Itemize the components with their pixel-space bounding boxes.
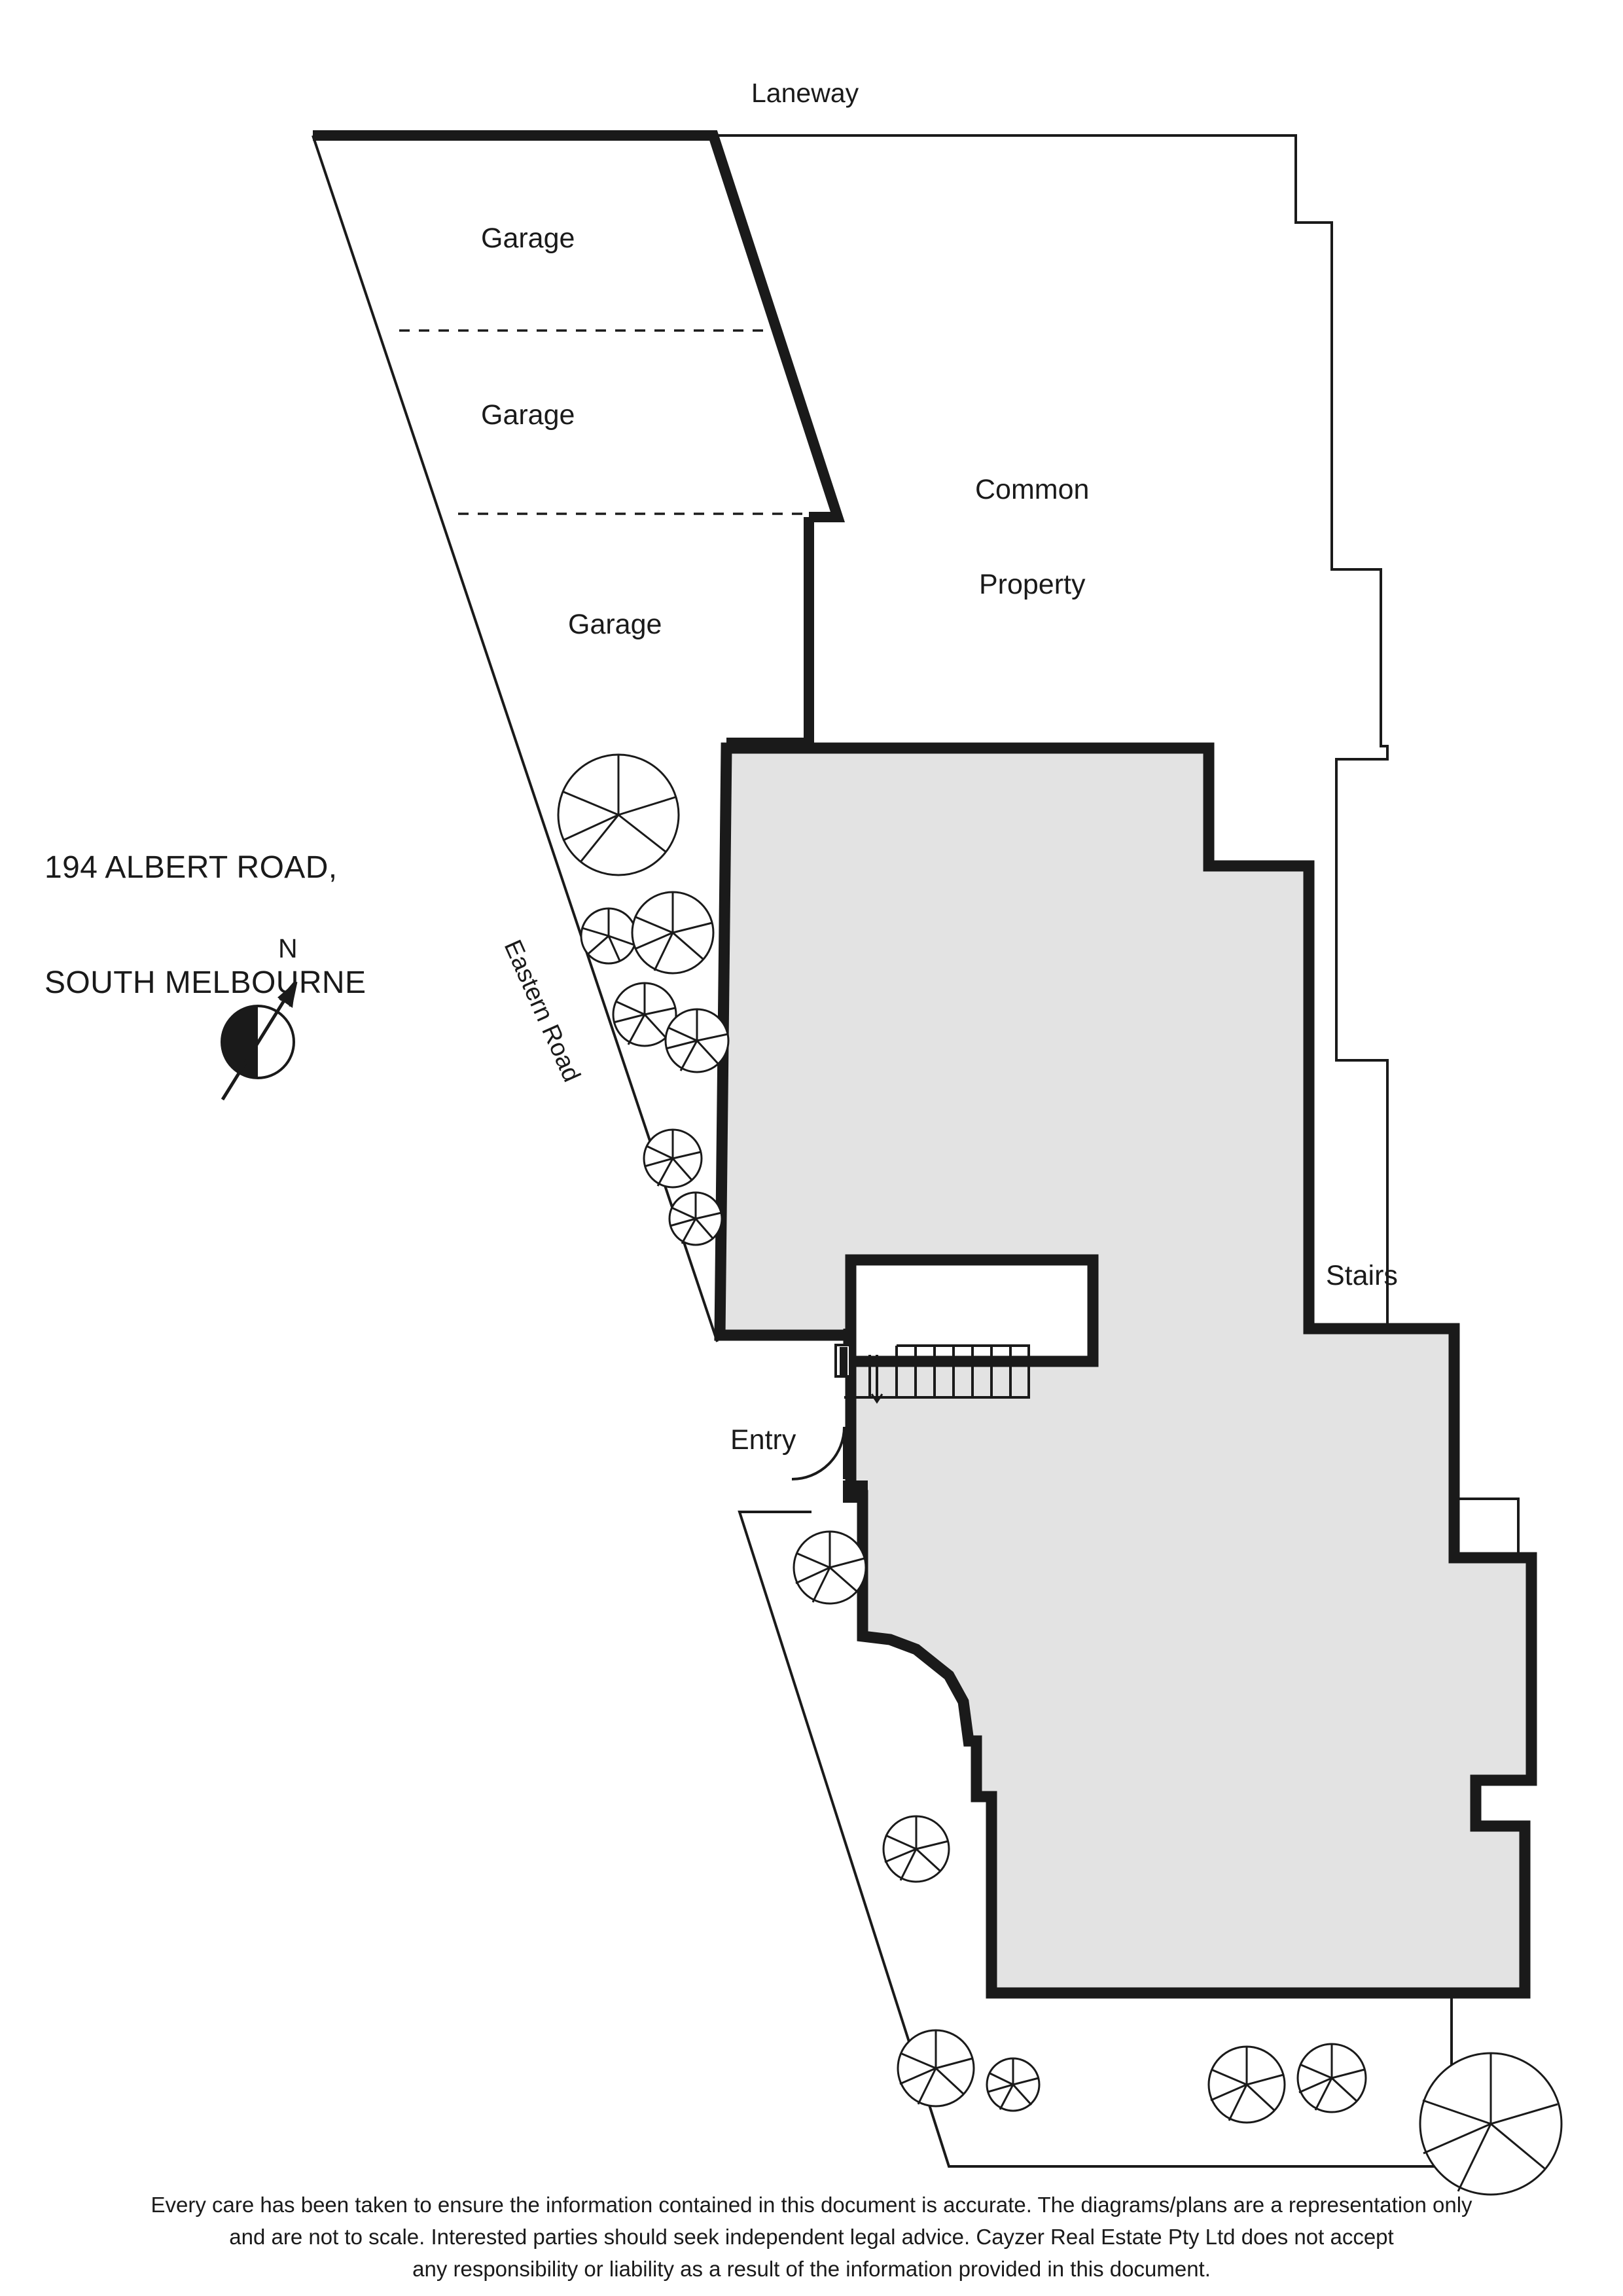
label-entry: Entry [730,1424,796,1456]
tree [793,1530,867,1605]
label-laneway: Laneway [751,78,859,108]
disclaimer-line-1: Every care has been taken to ensure the … [151,2193,1472,2217]
tree [668,1191,723,1246]
label-stairs: Stairs [1326,1260,1398,1291]
disclaimer: Every care has been taken to ensure the … [0,2189,1623,2285]
tree [612,982,677,1047]
stair-direction-arrow [870,1371,883,1404]
page-title-line1: 194 ALBERT ROAD, [45,850,338,886]
building-footprint [714,742,1537,1999]
label-garage-2: Garage [481,399,575,431]
label-garage-1: Garage [481,223,575,254]
disclaimer-line-2: and are not to scale. Interested parties… [229,2224,1394,2249]
tree [631,891,715,975]
entry-door-swing [791,1426,846,1480]
label-common-property: Common Property [975,411,1089,663]
tree [897,2029,975,2108]
compass-north-label: N [278,933,298,963]
tree-symbols [557,753,1563,2196]
garage-dividers [399,329,809,515]
entry-threshold [840,1347,868,1503]
tree [580,907,637,965]
tree [1207,2045,1286,2124]
staircase [844,1344,1030,1399]
disclaimer-line-3: any responsibility or liability as a res… [412,2256,1211,2281]
page-title: 194 ALBERT ROAD, SOUTH MELBOURNE [45,772,366,1079]
tree [557,753,680,876]
tree [643,1128,703,1189]
garage-block [313,130,846,748]
label-common-property-line1: Common [975,474,1090,506]
tree [882,1815,950,1883]
label-common-property-line2: Property [978,568,1086,600]
compass-rose [221,980,298,1101]
tree [1419,2052,1563,2196]
tree [1296,2043,1367,2113]
page-title-line2: SOUTH MELBOURNE [45,965,366,1000]
tree [986,2057,1041,2112]
label-garage-3: Garage [568,609,662,640]
tree [664,1008,730,1073]
